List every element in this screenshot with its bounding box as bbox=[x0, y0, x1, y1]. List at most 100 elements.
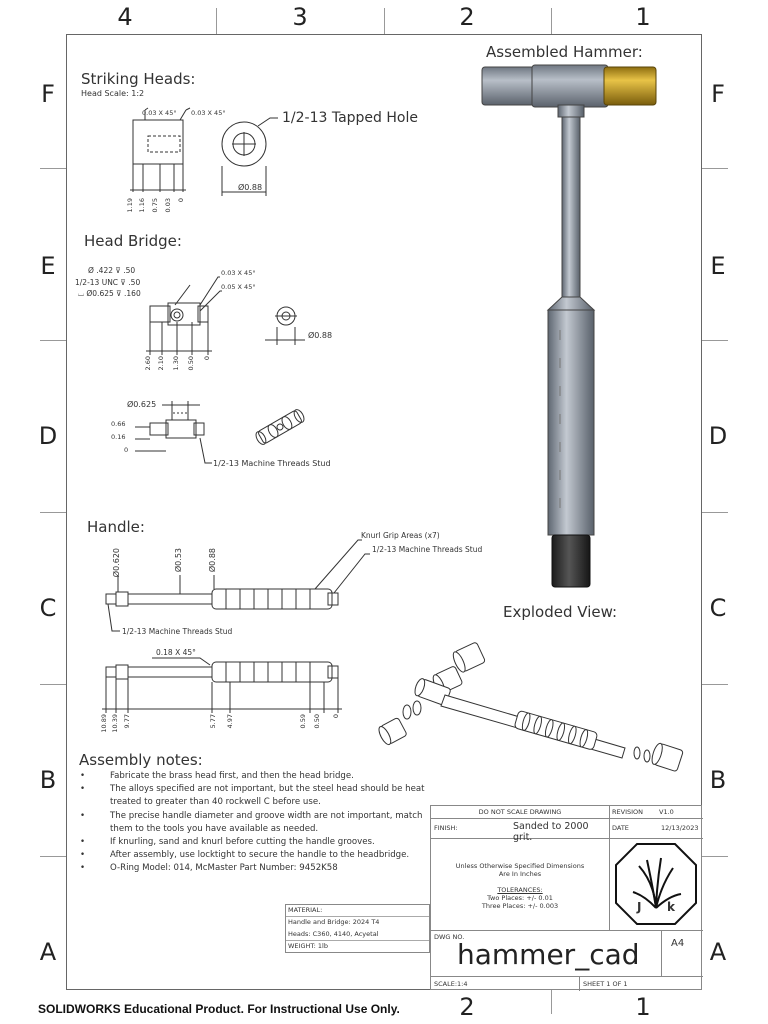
title-block: DO NOT SCALE DRAWING REVISION V1.0 FINIS… bbox=[430, 805, 703, 991]
assembled-hammer bbox=[481, 64, 657, 588]
chamfer-callout-b: 0.03 X 45° bbox=[191, 109, 226, 117]
exploded-title: Exploded View: bbox=[503, 603, 618, 621]
sheet-border bbox=[66, 34, 702, 990]
striking-heads-drawing bbox=[130, 107, 278, 196]
zone-left-D: D bbox=[38, 422, 58, 450]
revision-value: V1.0 bbox=[659, 808, 674, 816]
zone-left-C: C bbox=[39, 594, 57, 622]
zone-right-A: A bbox=[709, 938, 727, 966]
bridge-hole-callout-2: 1/2-13 UNC ⊽ .50 bbox=[75, 278, 141, 287]
weight-field: WEIGHT: 1lb bbox=[288, 942, 328, 950]
logo-j: J bbox=[637, 900, 642, 914]
educational-footer: SOLIDWORKS Educational Product. For Inst… bbox=[38, 1002, 400, 1016]
knurl-label: Knurl Grip Areas (x7) bbox=[361, 531, 440, 540]
zone-right-B: B bbox=[709, 766, 727, 794]
logo-k: k bbox=[667, 900, 675, 914]
note-item: Fabricate the brass head first, and then… bbox=[80, 770, 425, 783]
date-value: 12/13/2023 bbox=[661, 824, 699, 832]
handle-chamfer: 0.18 X 45° bbox=[156, 648, 196, 657]
handle-title: Handle: bbox=[87, 518, 145, 536]
revision-label: REVISION bbox=[612, 808, 644, 816]
handle-dim-m2: 4.97 bbox=[226, 714, 234, 729]
handle-dim-m1: 5.77 bbox=[209, 714, 217, 729]
zone-top-4: 4 bbox=[117, 3, 133, 31]
stud-dim-2: 0.16 bbox=[111, 433, 126, 441]
finish-label: FINISH: bbox=[434, 824, 458, 832]
dims-note-2: Are In Inches bbox=[498, 870, 542, 878]
bridge-dim-1: 2.60 bbox=[144, 356, 152, 371]
material-label: MATERIAL: bbox=[288, 906, 323, 914]
handle-drawing bbox=[102, 539, 370, 713]
dwg-name: hammer_cad bbox=[457, 938, 640, 971]
note-item: The precise handle diameter and groove w… bbox=[80, 810, 425, 836]
handle-dim-l1: 10.89 bbox=[100, 714, 108, 733]
head-dim-1: 1.19 bbox=[126, 198, 134, 213]
handle-stud-right: 1/2-13 Machine Threads Stud bbox=[372, 545, 483, 554]
handle-dim-r1: 0.59 bbox=[299, 714, 307, 729]
tol-three: Three Places: +/- 0.003 bbox=[481, 902, 559, 910]
finish-value: Sanded to 2000 grit. bbox=[513, 821, 589, 843]
size-value: A4 bbox=[671, 938, 685, 949]
tapped-hole-callout: 1/2-13 Tapped Hole bbox=[282, 110, 418, 126]
note-item: The alloys specified are not important, … bbox=[80, 783, 425, 809]
bridge-dim-4: 0.50 bbox=[187, 356, 195, 371]
bridge-dim-5: 0 bbox=[203, 356, 211, 361]
zone-top-1: 1 bbox=[635, 3, 651, 31]
dia-0625: Ø0.625 bbox=[127, 400, 157, 409]
zone-left-F: F bbox=[41, 80, 55, 108]
stud-dim-3: 0 bbox=[124, 446, 129, 454]
bridge-dim-3: 1.30 bbox=[172, 356, 180, 371]
do-not-scale: DO NOT SCALE DRAWING bbox=[431, 806, 610, 819]
bridge-chamfer-2: 0.05 X 45° bbox=[221, 283, 256, 291]
tolerances-label: TOLERANCES: bbox=[497, 886, 543, 894]
material-1: Handle and Bridge: 2024 T4 bbox=[288, 918, 380, 926]
head-dim-3: 0.75 bbox=[151, 198, 159, 213]
handle-dia-2: Ø0.53 bbox=[174, 548, 183, 573]
bridge-hole-callout-1: Ø .422 ⊽ .50 bbox=[88, 266, 136, 275]
note-item: If knurling, sand and knurl before cutti… bbox=[80, 836, 425, 849]
tol-two: Two Places: +/- 0.01 bbox=[487, 894, 553, 902]
assembled-title: Assembled Hammer: bbox=[486, 43, 643, 61]
jk-logo-icon bbox=[615, 843, 697, 925]
dwg-no-label: DWG NO. bbox=[434, 933, 465, 941]
striking-heads-title: Striking Heads: bbox=[81, 70, 196, 88]
head-dim-5: 0 bbox=[177, 198, 185, 203]
head-dim-2: 1.16 bbox=[138, 198, 146, 213]
handle-dim-r2: 0.50 bbox=[313, 714, 321, 729]
assembly-notes: Fabricate the brass head first, and then… bbox=[80, 770, 425, 876]
sheet-value: SHEET 1 OF 1 bbox=[583, 980, 628, 988]
material-2: Heads: C360, 4140, Acyetal bbox=[288, 930, 379, 938]
bridge-dim-2: 2.10 bbox=[157, 356, 165, 371]
stud-dim-1: 0.66 bbox=[111, 420, 126, 428]
zone-bottom-1: 1 bbox=[635, 993, 651, 1021]
assembly-notes-title: Assembly notes: bbox=[79, 751, 203, 769]
zone-right-D: D bbox=[708, 422, 728, 450]
dia-088-b: Ø0.88 bbox=[308, 331, 333, 340]
handle-dim-l3: 9.77 bbox=[123, 714, 131, 729]
note-item: O-Ring Model: 014, McMaster Part Number:… bbox=[80, 862, 425, 875]
dia-088-a: Ø0.88 bbox=[238, 183, 263, 192]
head-dim-4: 0.03 bbox=[164, 198, 172, 213]
note-item: After assembly, use locktight to secure … bbox=[80, 849, 425, 862]
zone-left-E: E bbox=[40, 252, 56, 280]
bridge-chamfer-1: 0.03 X 45° bbox=[221, 269, 256, 277]
zone-top-2: 2 bbox=[459, 3, 475, 31]
dims-note-1: Unless Otherwise Specified Dimensions bbox=[455, 862, 585, 870]
zone-left-A: A bbox=[39, 938, 57, 966]
zone-top-3: 3 bbox=[292, 3, 308, 31]
zone-right-E: E bbox=[710, 252, 726, 280]
date-label: DATE bbox=[612, 824, 629, 832]
zone-bottom-2: 2 bbox=[459, 993, 475, 1021]
head-bridge-title: Head Bridge: bbox=[84, 232, 182, 250]
chamfer-callout-a: 0.03 X 45° bbox=[142, 109, 177, 117]
zone-right-C: C bbox=[709, 594, 727, 622]
stud-label: 1/2-13 Machine Threads Stud bbox=[213, 459, 331, 468]
bridge-hole-callout-3: ⌴ Ø0.625 ⊽ .160 bbox=[78, 289, 141, 298]
handle-dim-l2: 10.39 bbox=[111, 714, 119, 733]
scale-value: SCALE:1:4 bbox=[434, 980, 468, 988]
handle-dia-1: Ø0.620 bbox=[112, 548, 121, 578]
head-bridge-drawing bbox=[135, 276, 305, 464]
head-scale-label: Head Scale: 1:2 bbox=[81, 89, 145, 98]
handle-dia-3: Ø0.88 bbox=[208, 548, 217, 573]
material-box: MATERIAL: Handle and Bridge: 2024 T4 Hea… bbox=[285, 904, 430, 953]
